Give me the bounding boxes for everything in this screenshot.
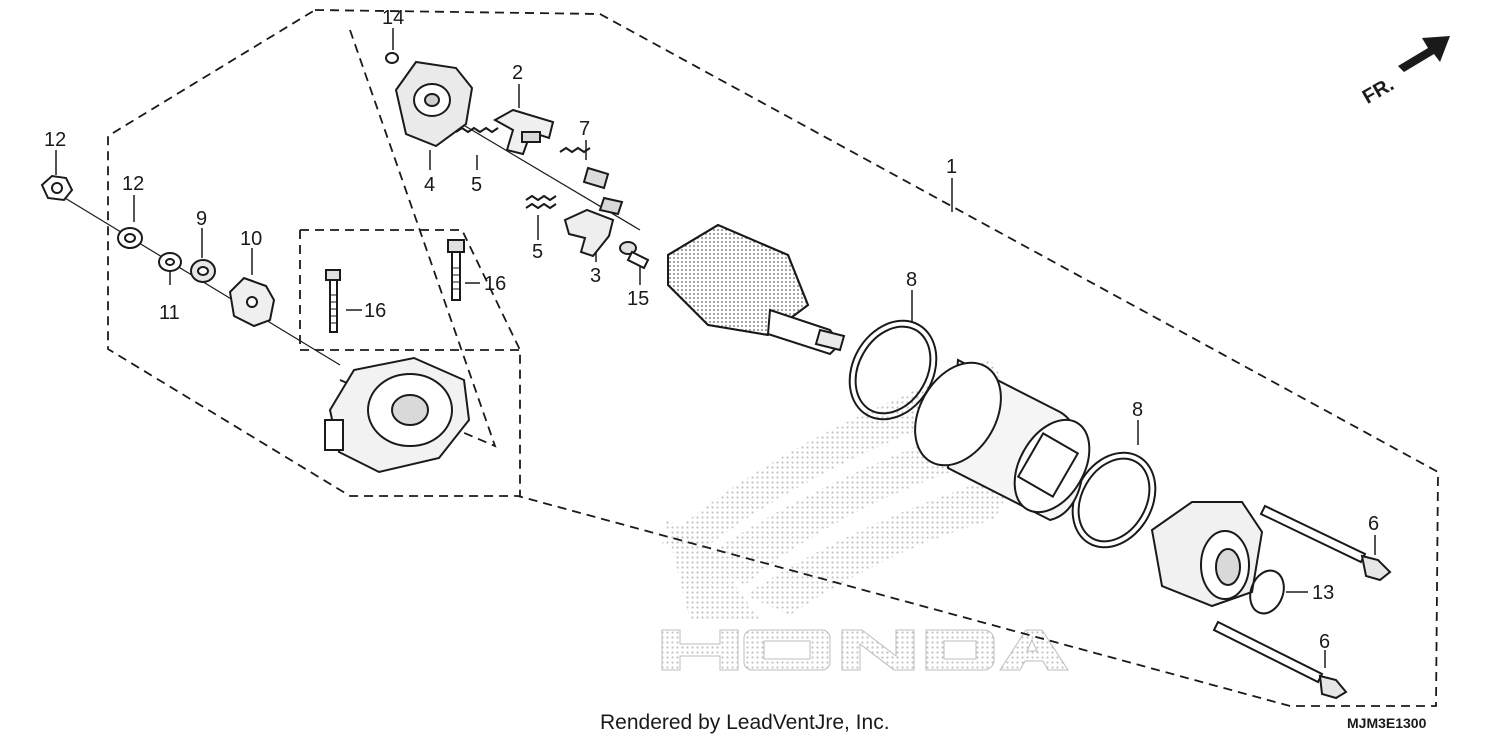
part-through-bolt-lower xyxy=(1212,620,1348,700)
callout-8-rear: 8 xyxy=(1132,399,1143,421)
callout-8-front: 8 xyxy=(906,269,917,291)
part-flange-nut xyxy=(40,174,74,202)
bolt-sub-boundary xyxy=(300,229,521,496)
callout-12-left: 12 xyxy=(44,129,66,151)
front-label: FR. xyxy=(1359,73,1398,108)
honda-watermark xyxy=(660,360,1069,671)
callout-5-upper: 5 xyxy=(471,174,482,196)
callout-5-lower: 5 xyxy=(532,241,543,263)
honda-wing-logo xyxy=(660,360,1010,620)
part-front-cover xyxy=(324,356,471,474)
callout-4: 4 xyxy=(424,174,435,196)
part-nut-9 xyxy=(190,259,216,283)
callout-9: 9 xyxy=(196,208,207,230)
part-brush-set-upper xyxy=(492,108,555,156)
assembly-boundaries xyxy=(107,9,1439,707)
callout-13: 13 xyxy=(1312,582,1334,604)
part-small-o-ring xyxy=(385,52,399,64)
honda-wordmark xyxy=(661,629,1069,671)
part-bolt-16-short xyxy=(325,269,341,333)
part-yoke xyxy=(914,358,1091,522)
part-screw xyxy=(619,241,650,270)
parts xyxy=(40,52,1392,700)
part-spring-upper xyxy=(455,126,499,134)
diagram-code: MJM3E1300 xyxy=(1347,715,1427,731)
callout-6-upper: 6 xyxy=(1368,513,1379,535)
part-spring-lower xyxy=(525,194,557,210)
brush-holder-boundary xyxy=(339,29,497,448)
part-insulator xyxy=(228,276,276,328)
part-o-ring-13 xyxy=(1249,569,1285,615)
callout-numbers: 1 2 3 4 5 5 6 6 7 8 8 9 10 11 12 12 13 1… xyxy=(44,7,1379,653)
part-lock-nut xyxy=(117,227,143,249)
part-bolt-16-long xyxy=(447,239,465,301)
callout-16-long: 16 xyxy=(484,273,506,295)
part-brush-holder-lower xyxy=(563,196,624,258)
callout-11: 11 xyxy=(159,302,180,324)
callout-2: 2 xyxy=(512,62,523,84)
part-brush-7 xyxy=(559,146,610,190)
starter-assembly-boundary xyxy=(107,9,1439,707)
front-arrow-icon xyxy=(1398,36,1450,72)
part-rear-cover xyxy=(1150,501,1264,608)
callout-3: 3 xyxy=(590,265,601,287)
callout-12-right: 12 xyxy=(122,173,144,195)
callout-15: 15 xyxy=(627,288,649,310)
callout-6-lower: 6 xyxy=(1319,631,1330,653)
callout-7: 7 xyxy=(579,118,590,140)
render-credit: Rendered by LeadVentJre, Inc. xyxy=(600,711,890,734)
callout-14: 14 xyxy=(382,7,404,29)
callout-10: 10 xyxy=(240,228,262,250)
part-washer xyxy=(158,252,182,272)
part-brush-holder-plate xyxy=(394,60,474,148)
part-armature xyxy=(667,223,846,356)
part-through-bolt-upper xyxy=(1259,504,1392,582)
callout-16-short: 16 xyxy=(364,300,386,322)
callout-1: 1 xyxy=(946,156,957,178)
front-direction-indicator: FR. xyxy=(1359,36,1450,109)
